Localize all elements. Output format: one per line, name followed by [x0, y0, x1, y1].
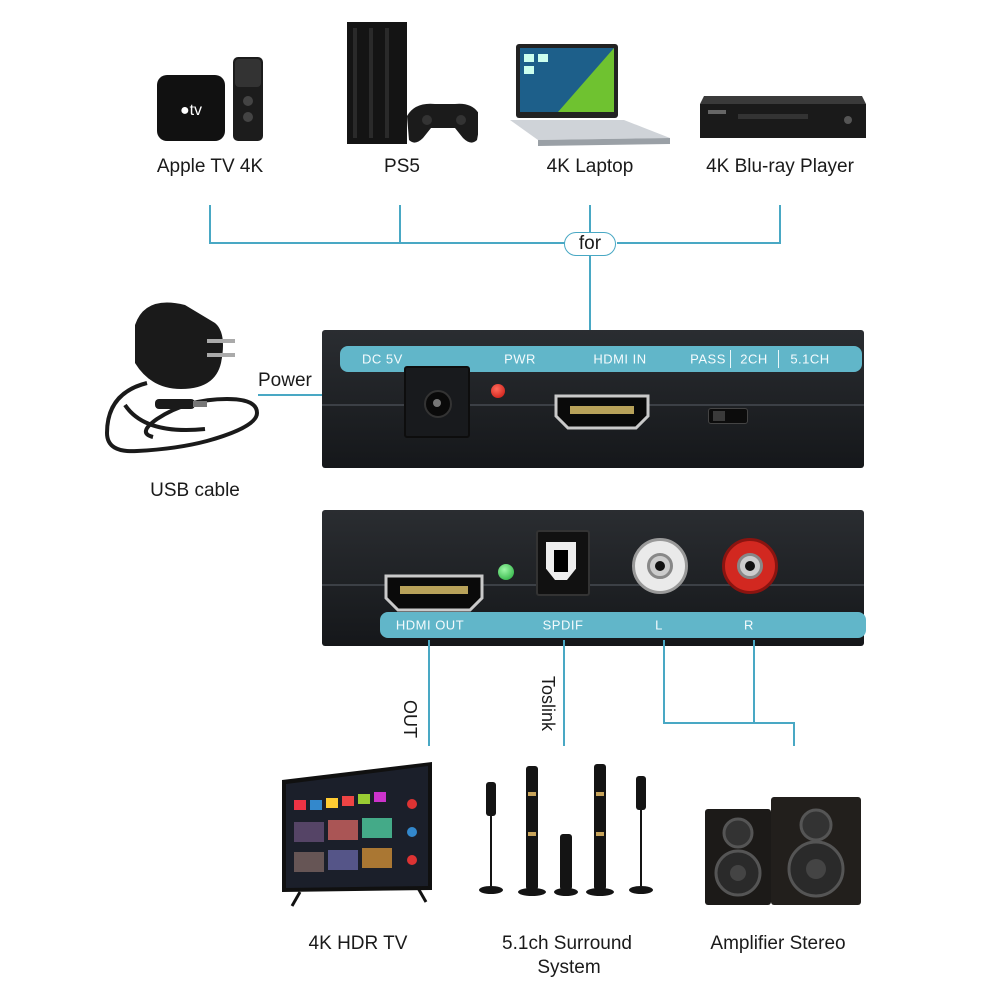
- output-label-surround: 5.1ch Surround: [502, 933, 632, 954]
- power-adapter-icon: [95, 295, 270, 475]
- ps5-console-icon: [343, 20, 481, 146]
- spdif-label: SPDIF: [542, 617, 584, 633]
- 5-1ch-label: 5.1CH: [790, 351, 830, 367]
- output-label-tv: 4K HDR TV: [308, 933, 408, 954]
- stereo-speakers-icon: [703, 795, 863, 907]
- front-label-strip: DC 5V PWR HDMI IN PASS 2CH 5.1CH: [340, 346, 862, 372]
- connector-line: [663, 640, 665, 724]
- hdmi-in-label: HDMI IN: [593, 351, 647, 367]
- power-label: Power: [258, 370, 312, 391]
- 2ch-label: 2CH: [740, 351, 768, 367]
- dc-power-jack[interactable]: [404, 366, 470, 438]
- svg-text:●tv: ●tv: [180, 102, 202, 119]
- tv-icon: [280, 760, 440, 910]
- hdmi-in-port[interactable]: [552, 392, 652, 432]
- connector-line: [663, 722, 795, 724]
- connector-line: [779, 205, 781, 243]
- apple-tv-icon: ●tv: [155, 55, 270, 145]
- back-label-strip: HDMI OUT SPDIF L R: [380, 612, 866, 638]
- hdmi-out-port[interactable]: [382, 572, 486, 614]
- connector-line: [753, 640, 755, 724]
- usb-cable-label: USB cable: [150, 480, 240, 501]
- connector-line: [209, 242, 565, 244]
- connector-line: [589, 256, 591, 394]
- source-label-ps5: PS5: [384, 156, 420, 177]
- for-label: for: [578, 233, 602, 254]
- output-led: [498, 564, 514, 580]
- back-panel: HDMI OUT SPDIF L R: [322, 510, 866, 646]
- dc-5v-label: DC 5V: [362, 351, 403, 367]
- for-badge: for: [564, 232, 616, 256]
- spdif-optical-port[interactable]: [536, 530, 590, 596]
- connector-line: [793, 722, 795, 746]
- laptop-icon: [508, 42, 672, 146]
- connector-line: [209, 205, 211, 243]
- surround-speakers-icon: [470, 762, 665, 902]
- pass-mode-switch[interactable]: [708, 408, 748, 424]
- hdmi-out-label: HDMI OUT: [395, 617, 465, 633]
- bluray-player-icon: [698, 92, 868, 142]
- toslink-link-label: Toslink: [538, 676, 558, 732]
- output-label-stereo: Amplifier Stereo: [710, 933, 846, 954]
- source-label-bluray: 4K Blu-ray Player: [706, 156, 854, 177]
- left-channel-label: L: [655, 617, 663, 633]
- rca-right-port[interactable]: [722, 538, 778, 594]
- connector-line: [589, 205, 591, 235]
- connector-line: [563, 640, 565, 746]
- pwr-label: PWR: [504, 351, 536, 367]
- output-label-surround-line2: System: [537, 957, 601, 978]
- connector-line: [399, 205, 401, 243]
- front-panel: DC 5V PWR HDMI IN PASS 2CH 5.1CH: [322, 330, 864, 468]
- source-label-apple-tv: Apple TV 4K: [156, 156, 264, 177]
- pass-label: PASS: [690, 351, 726, 367]
- source-label-laptop: 4K Laptop: [546, 156, 634, 177]
- pwr-led: [491, 384, 505, 398]
- connector-line: [428, 640, 430, 746]
- rca-left-port[interactable]: [632, 538, 688, 594]
- connector-line: [617, 242, 781, 244]
- right-channel-label: R: [744, 617, 754, 633]
- out-link-label: OUT: [400, 700, 420, 738]
